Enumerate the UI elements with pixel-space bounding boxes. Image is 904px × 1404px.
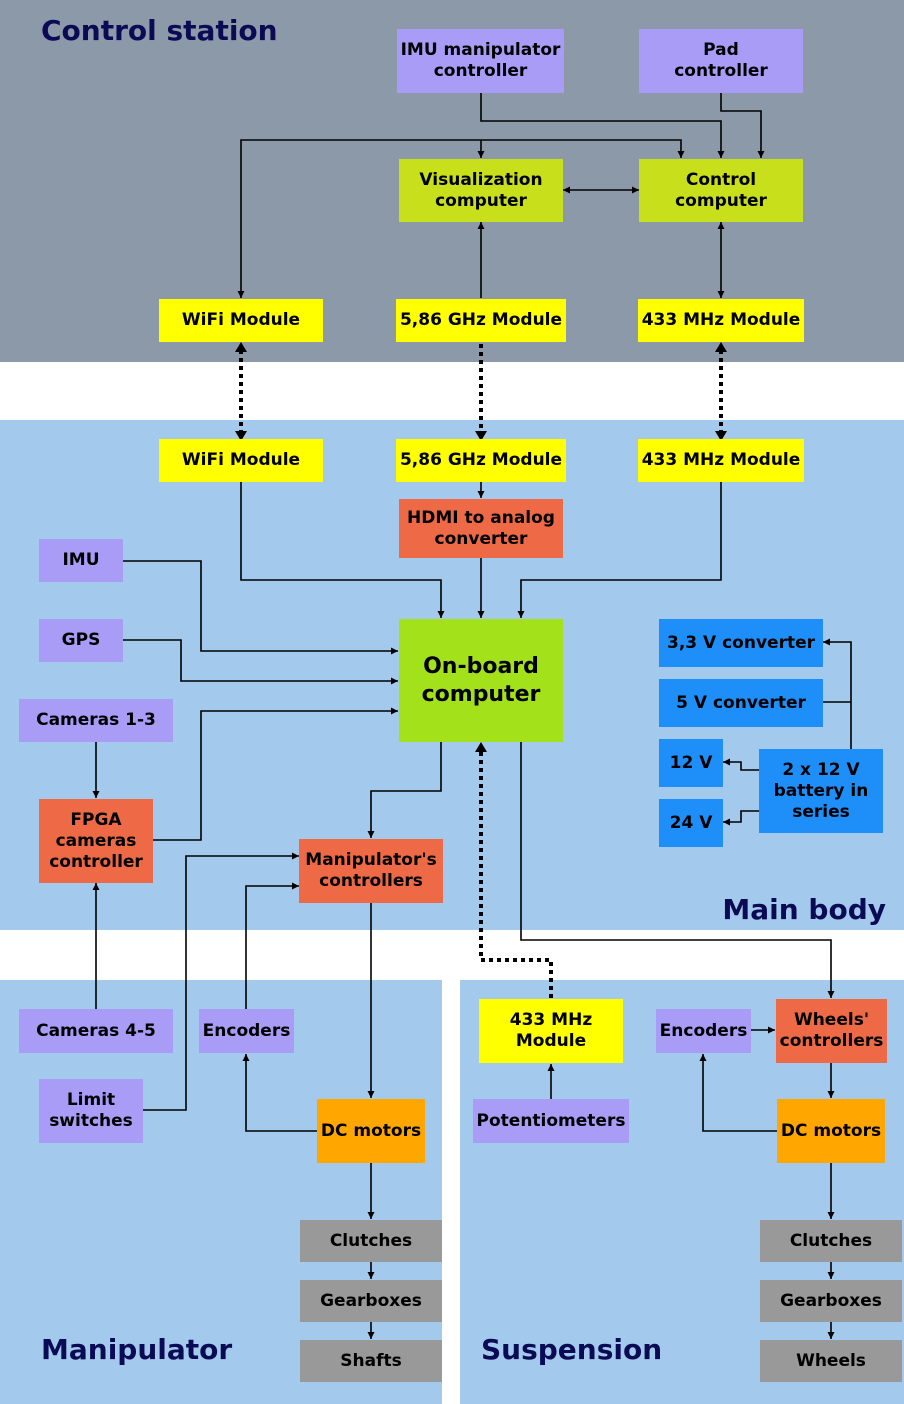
suspension-433-module-box: 433 MHz Module (479, 999, 623, 1063)
wheels-box: Wheels (760, 1340, 902, 1382)
fpga-controller-box: FPGA cameras controller (39, 799, 153, 883)
wireless-arrow-433-bottom (715, 431, 727, 441)
mb-wifi-module-box: WiFi Module (159, 439, 323, 482)
converter-3v3-box: 3,3 V converter (659, 619, 823, 667)
wireless-arrow-wifi-bottom (235, 431, 247, 441)
potentiometers-box: Potentiometers (473, 1099, 629, 1143)
rail-12v-box: 12 V (659, 739, 723, 787)
control-computer-box: Control computer (639, 159, 803, 222)
connector-battery-to-12 (723, 758, 759, 771)
shafts-box: Shafts (300, 1340, 442, 1382)
manipulator-title: Manipulator (41, 1333, 233, 1366)
connector-limit-to-manip (142, 852, 299, 1111)
connector-onboard-to-wheels (520, 742, 835, 998)
wheels-controllers-box: Wheels' controllers (776, 999, 887, 1063)
manipulator-gearboxes-box: Gearboxes (300, 1280, 442, 1322)
rail-24v-box: 24 V (659, 799, 723, 847)
suspension-encoders-box: Encoders (656, 1009, 751, 1053)
connector-battery-to-33 (823, 638, 852, 750)
wireless-arrow-433-top (715, 342, 727, 352)
suspension-clutches-box: Clutches (760, 1220, 902, 1262)
connector-pad-to-control-computer (720, 93, 765, 158)
mb-433-module-box: 433 MHz Module (638, 439, 804, 482)
cs-wifi-module-box: WiFi Module (159, 299, 323, 342)
suspension-dc-motors-box: DC motors (777, 1099, 885, 1163)
hdmi-converter-box: HDMI to analog converter (399, 499, 563, 558)
connector-mb-433-to-onboard (517, 482, 722, 618)
connector-onboard-to-manip (367, 742, 442, 838)
main-body-title: Main body (722, 893, 886, 926)
manipulator-dc-motors-box: DC motors (317, 1099, 425, 1163)
connector-imu-to-control-computer (480, 93, 725, 158)
control-station-title: Control station (41, 14, 278, 47)
connector-mb-wifi-to-onboard (240, 482, 445, 618)
wireless-arrow-onboard (475, 742, 487, 752)
gps-box: GPS (39, 619, 123, 662)
manipulator-controllers-box: Manipulator's controllers (299, 839, 443, 903)
connector-battery-to-24 (723, 810, 759, 826)
suspension-title: Suspension (481, 1333, 663, 1366)
connector-imu-to-onboard (122, 560, 398, 655)
connector-wifi-hub (237, 139, 685, 298)
visualization-computer-box: Visualization computer (399, 159, 563, 222)
wireless-arrow-wifi-top (235, 342, 247, 352)
limit-switches-box: Limit switches (39, 1079, 143, 1143)
mb-586-module-box: 5,86 GHz Module (396, 439, 566, 482)
pad-controller-box: Pad controller (639, 29, 803, 93)
imu-manipulator-controller-box: IMU manipulator controller (397, 29, 564, 93)
wireless-arrow-586-bottom (475, 431, 487, 441)
connector-motors-to-s-encoders (699, 1054, 777, 1132)
cameras-4-5-box: Cameras 4-5 (19, 1009, 173, 1053)
manipulator-encoders-box: Encoders (199, 1009, 294, 1053)
cs-433-module-box: 433 MHz Module (638, 299, 804, 342)
suspension-gearboxes-box: Gearboxes (760, 1280, 902, 1322)
connector-gps-to-onboard (122, 639, 398, 685)
battery-box: 2 x 12 V battery in series (759, 749, 883, 833)
manipulator-clutches-box: Clutches (300, 1220, 442, 1262)
wireless-link-suspension-433 (479, 752, 553, 998)
connector-fpga-to-onboard (152, 707, 398, 841)
connector-encoders-to-manip (245, 882, 299, 1009)
cs-586-module-box: 5,86 GHz Module (396, 299, 566, 342)
imu-box: IMU (39, 539, 123, 582)
cameras-1-3-box: Cameras 1-3 (19, 699, 173, 742)
onboard-computer-box: On-board computer (399, 619, 563, 742)
connector-motors-to-encoders (242, 1054, 317, 1132)
converter-5v-box: 5 V converter (659, 679, 823, 727)
